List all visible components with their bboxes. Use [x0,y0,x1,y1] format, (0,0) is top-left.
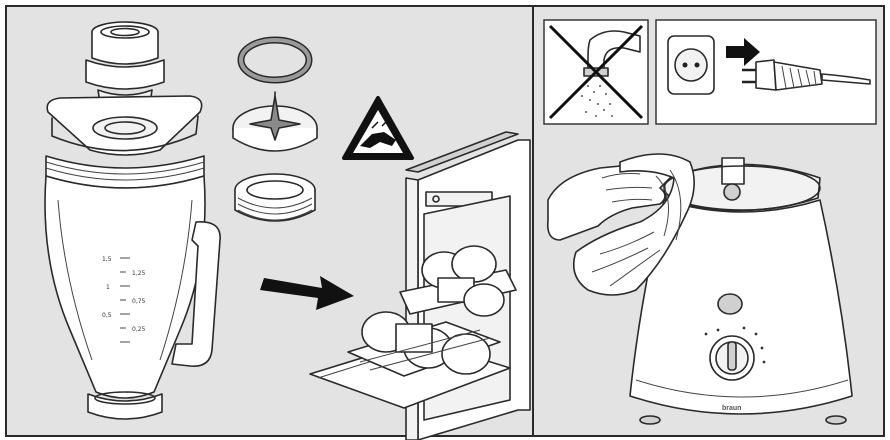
scale-label: 1 [106,284,110,291]
unplug-from-socket-icon [656,20,876,124]
scale-label: 0,75 [132,298,146,305]
scale-label: 0,5 [102,312,112,319]
scale-label: 1,5 [102,256,112,263]
scale-label: 0,25 [132,326,146,333]
no-water-under-tap-icon [544,20,648,124]
brand-logo: braun [722,405,741,412]
screw-ring [235,174,315,221]
scale-label: 1,25 [132,270,146,277]
